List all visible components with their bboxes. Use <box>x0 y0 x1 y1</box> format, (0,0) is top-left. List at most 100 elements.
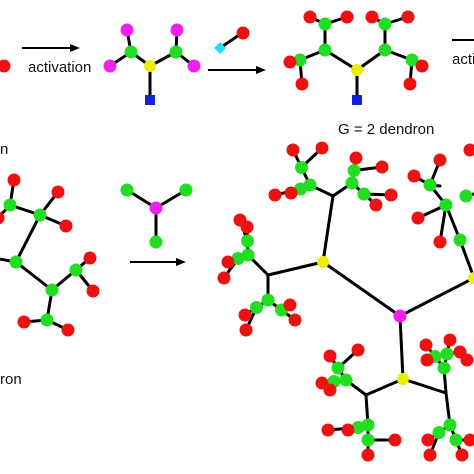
node-22dd22 <box>45 283 59 297</box>
activation-label-cut: activ <box>452 51 474 68</box>
node-ee1111 <box>236 26 250 40</box>
activation-label: activation <box>28 59 91 76</box>
node-22dd22 <box>33 208 47 222</box>
node-ee1111 <box>463 433 474 447</box>
node-ee1111 <box>0 211 5 225</box>
node-ee22ee <box>187 59 201 73</box>
bond <box>398 276 474 318</box>
node-ee1111 <box>460 353 474 367</box>
node-ee1111 <box>284 186 298 200</box>
left-label-cut-top: n <box>0 141 8 158</box>
node-ee1111 <box>463 143 474 157</box>
node-22dd22 <box>459 189 473 203</box>
node-22dd22 <box>378 17 392 31</box>
bond <box>364 377 405 397</box>
node-22dd22 <box>405 53 419 67</box>
node-22dd22 <box>361 433 375 447</box>
node-ee1111 <box>51 185 65 199</box>
bond <box>14 260 54 292</box>
node-22dd22 <box>443 418 457 432</box>
node-22dd22 <box>345 176 359 190</box>
node-ee1111 <box>323 349 337 363</box>
node-ee1111 <box>221 255 235 269</box>
node-22dd22 <box>331 361 345 375</box>
node-22dd22 <box>179 183 193 197</box>
node-eeee00 <box>468 272 474 284</box>
node-ee1111 <box>349 151 363 165</box>
bond <box>401 377 448 395</box>
node-eeee00 <box>351 64 363 76</box>
bond <box>321 260 402 318</box>
node-ee1111 <box>61 323 75 337</box>
node-22dd22 <box>120 183 134 197</box>
node-22dd22 <box>169 45 183 59</box>
square-node <box>145 95 155 105</box>
node-22dd22 <box>40 313 54 327</box>
node-ee1111 <box>283 298 297 312</box>
node-22dd22 <box>357 187 371 201</box>
node-22dd22 <box>440 347 454 361</box>
node-ee22ee <box>103 59 117 73</box>
node-ee1111 <box>420 353 434 367</box>
node-22dd22 <box>347 164 361 177</box>
square-node <box>352 95 362 105</box>
node-ee1111 <box>403 77 417 91</box>
node-ee1111 <box>419 338 433 352</box>
node-ee1111 <box>83 251 97 265</box>
node-ee1111 <box>239 323 253 337</box>
node-22dd22 <box>351 421 365 434</box>
node-22dd22 <box>361 418 375 432</box>
node-22dd22 <box>149 235 163 249</box>
node-ee1111 <box>0 59 11 73</box>
node-eeee00 <box>317 256 329 268</box>
node-22dd22 <box>295 161 308 174</box>
node-ee1111 <box>321 423 335 437</box>
bond <box>266 260 325 277</box>
node-ee1111 <box>365 10 379 24</box>
arrow-head <box>256 66 266 74</box>
node-ee1111 <box>288 313 302 327</box>
diamond-node <box>214 42 226 54</box>
node-22dd22 <box>318 43 332 57</box>
node-ee1111 <box>86 284 100 298</box>
node-ee1111 <box>303 10 317 24</box>
node-22dd22 <box>231 252 245 265</box>
node-eeee00 <box>397 373 409 385</box>
node-ee1111 <box>443 333 457 347</box>
node-ee22ee <box>170 23 184 37</box>
node-ee22ee <box>149 201 163 215</box>
node-22dd22 <box>241 248 255 262</box>
node-ee1111 <box>415 59 429 73</box>
node-ee1111 <box>455 448 469 462</box>
node-ee1111 <box>423 448 437 462</box>
node-22dd22 <box>250 301 263 314</box>
node-22dd22 <box>439 198 453 212</box>
node-22dd22 <box>432 426 446 439</box>
node-22dd22 <box>293 53 307 67</box>
node-ee1111 <box>283 55 297 69</box>
node-ee1111 <box>238 308 252 322</box>
node-22dd22 <box>449 433 463 447</box>
node-ee1111 <box>233 213 247 227</box>
bond <box>458 238 474 280</box>
reaction-arrows <box>22 39 474 266</box>
node-22dd22 <box>339 373 353 387</box>
node-22dd22 <box>69 263 83 277</box>
node-22dd22 <box>241 234 254 248</box>
node-ee1111 <box>384 188 398 202</box>
node-ee1111 <box>286 143 300 157</box>
node-22dd22 <box>437 361 451 375</box>
bond <box>14 213 42 264</box>
bond <box>321 194 335 264</box>
node-22dd22 <box>378 43 392 57</box>
node-22dd22 <box>261 293 275 307</box>
node-22dd22 <box>423 178 437 192</box>
node-22dd22 <box>3 198 17 212</box>
arrow-head <box>176 258 186 266</box>
node-eeee00 <box>144 60 156 72</box>
node-ee1111 <box>369 198 383 212</box>
node-ee1111 <box>433 235 447 249</box>
node-ee1111 <box>7 173 21 187</box>
node-22dd22 <box>318 17 332 31</box>
